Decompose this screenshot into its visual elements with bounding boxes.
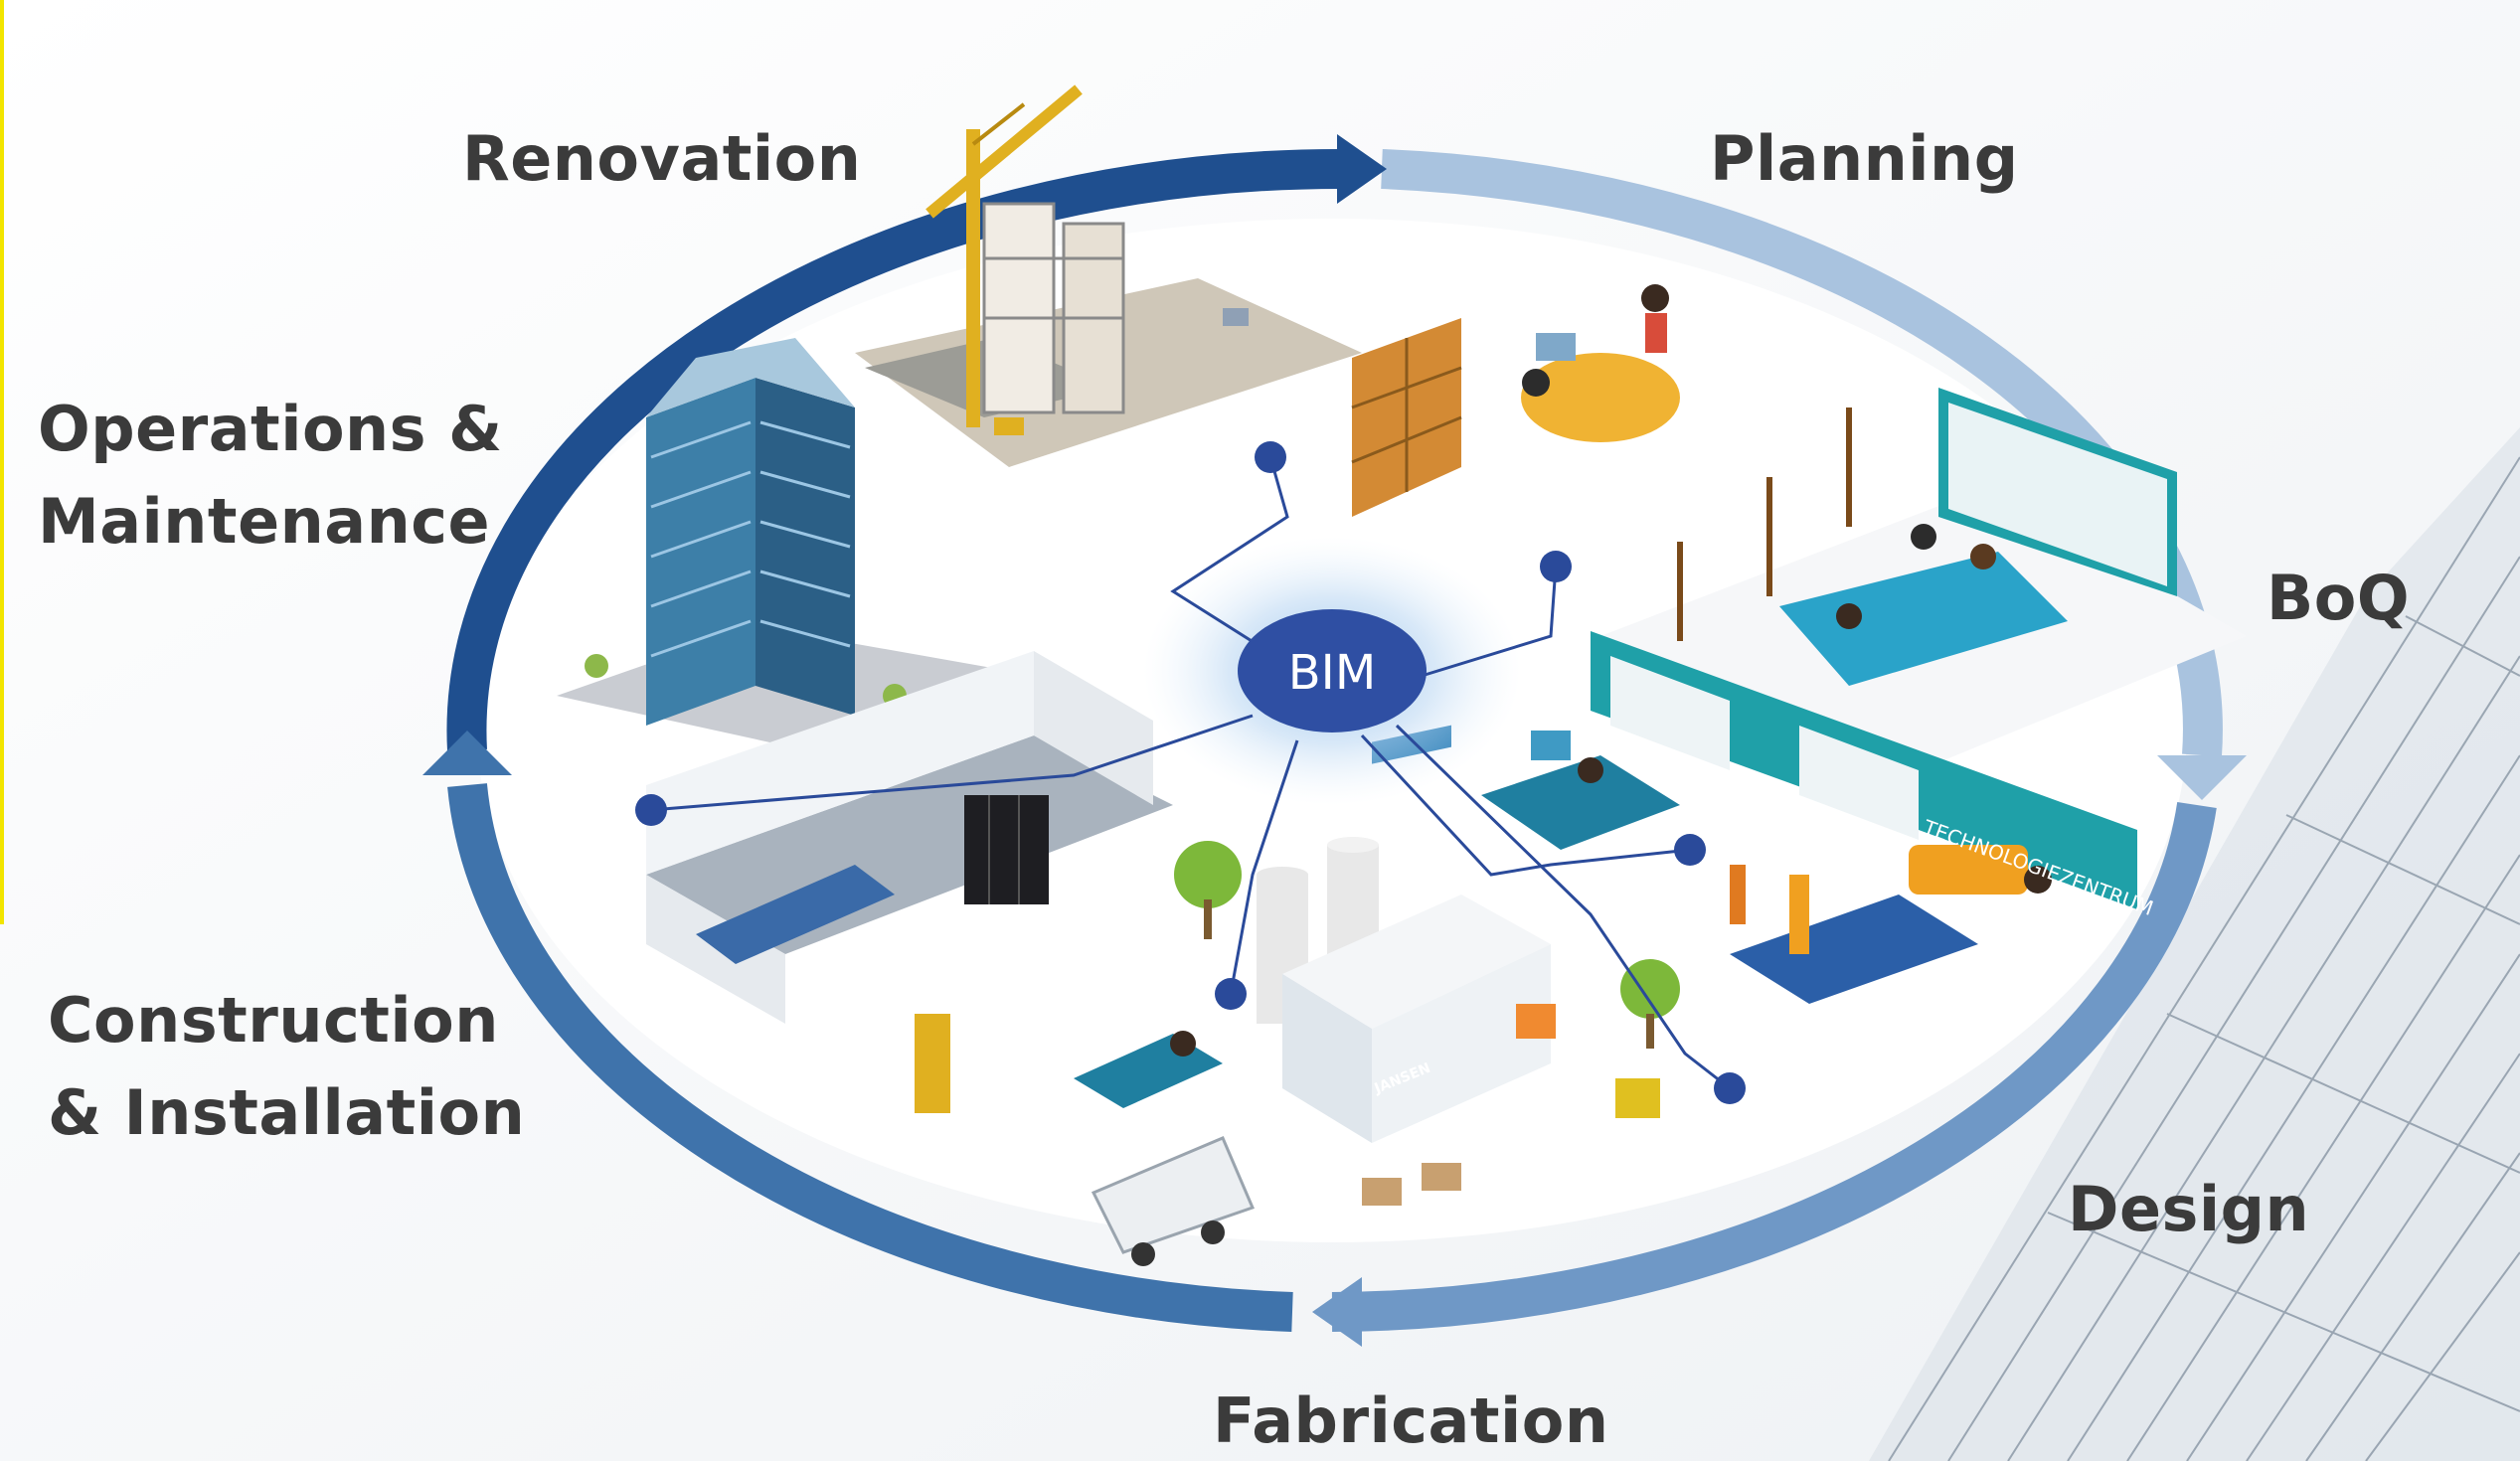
- stage-label-planning: Planning: [1710, 122, 2019, 195]
- glass-building-facade: [1869, 427, 2520, 1462]
- arrowhead-operations: [422, 731, 512, 775]
- ring-arc-construction: [447, 783, 1293, 1332]
- stage-label-design: Design: [2068, 1173, 2310, 1245]
- design-workstation-illustration: [1481, 731, 2052, 1004]
- bim-connectors: [650, 456, 1731, 1090]
- bim-hub-label: BIM: [1288, 645, 1377, 701]
- ring-arc-design: [1331, 801, 2217, 1332]
- bim-node: [1215, 978, 1247, 1010]
- stage-label-fabrication: Fabrication: [1213, 1384, 1609, 1457]
- construction-site-illustration: [855, 84, 1362, 467]
- arrowhead-planning: [1337, 134, 1387, 204]
- boq-conference-illustration: [1591, 388, 2247, 909]
- arrowhead-fabrication: [1312, 1277, 1362, 1347]
- bim-nodes: [635, 441, 1746, 1104]
- stage-label-boq: BoQ: [2267, 562, 2411, 634]
- stage-label-operations: Operations & Maintenance: [38, 393, 503, 558]
- bim-node: [1714, 1072, 1746, 1104]
- stage-label-construction: Construction & Installation: [48, 984, 526, 1149]
- ring-arc-renovation: [446, 148, 1353, 752]
- arrowhead-boq: [2157, 755, 2247, 800]
- planning-office-illustration: [1351, 284, 1680, 517]
- stage-label-renovation: Renovation: [462, 122, 862, 195]
- bim-node: [1540, 551, 1572, 582]
- bim-hub: [1238, 609, 1427, 732]
- workshop-illustration: [646, 651, 1256, 1266]
- bim-node: [1255, 441, 1286, 473]
- yellow-edge-accent: [0, 0, 4, 924]
- bim-node: [1674, 834, 1706, 866]
- bim-node: [635, 794, 667, 826]
